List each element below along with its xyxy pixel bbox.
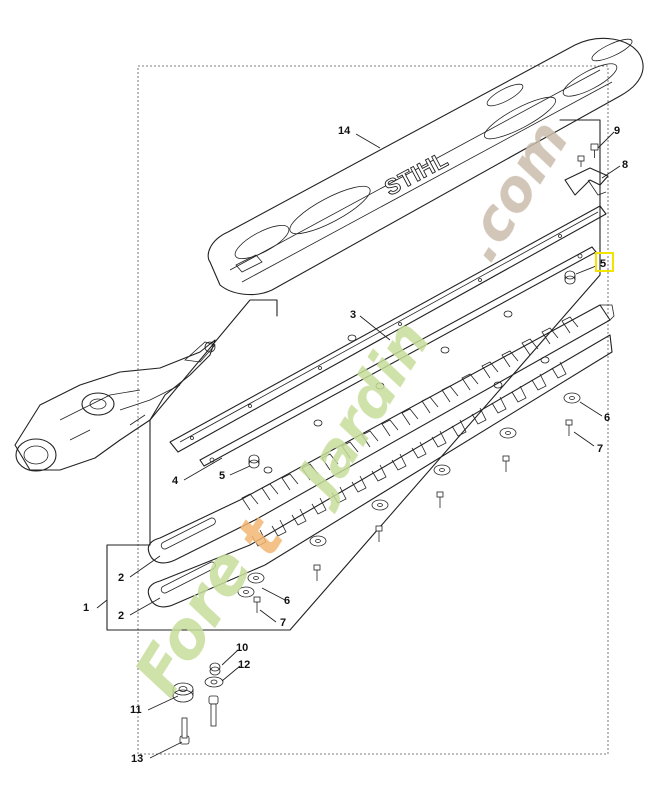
bracket-part	[564, 167, 609, 196]
bolt-13	[179, 717, 190, 745]
callout-7-right[interactable]: 7	[597, 443, 603, 455]
blade-spacers	[263, 310, 550, 474]
screws	[253, 419, 573, 613]
callout-6-right[interactable]: 6	[604, 412, 610, 424]
washer-12	[204, 676, 224, 688]
callout-14[interactable]: 14	[338, 125, 351, 137]
callout-3[interactable]: 3	[350, 309, 356, 321]
callout-8[interactable]: 8	[622, 159, 628, 171]
callout-7-left[interactable]: 7	[280, 617, 286, 629]
callout-4[interactable]: 4	[172, 475, 179, 487]
nuts	[248, 270, 576, 469]
watermark: Fore t Jardin .com	[121, 110, 582, 709]
dotted-frame	[137, 65, 609, 755]
callout-11[interactable]: 11	[130, 704, 142, 716]
nut-10	[209, 662, 221, 676]
callout-2-lower[interactable]: 2	[118, 610, 124, 622]
assembly-bracket	[106, 119, 601, 631]
callout-10[interactable]: 10	[236, 642, 248, 654]
callout-1[interactable]: 1	[83, 602, 89, 614]
callout-12[interactable]: 12	[238, 659, 250, 671]
bracket-screw	[577, 143, 599, 167]
callout-5-top[interactable]: 5	[600, 258, 606, 270]
watermark-text-com: .com	[447, 110, 582, 273]
cutting-blades	[147, 304, 615, 608]
stihl-logo: STIHL	[380, 146, 452, 200]
callout-5-bottom[interactable]: 5	[219, 470, 225, 482]
callout-labels: 14 9 8 5 3 4 5 6 7 2 1 2 6 7 10 12 11 13	[83, 125, 628, 765]
leader-lines	[96, 131, 621, 759]
highlight-box-part-5	[595, 252, 614, 272]
callout-13[interactable]: 13	[131, 753, 143, 765]
bolt-long	[208, 695, 219, 727]
callout-9[interactable]: 9	[614, 125, 620, 137]
callout-2-upper[interactable]: 2	[118, 572, 124, 584]
watermark-text-fore: Fore	[121, 536, 267, 709]
guide-bar	[169, 205, 607, 453]
washers	[237, 392, 581, 598]
gear-housing	[14, 339, 216, 472]
callout-6-left[interactable]: 6	[284, 595, 290, 607]
spacer-11	[172, 682, 194, 703]
loose-parts	[172, 662, 224, 745]
